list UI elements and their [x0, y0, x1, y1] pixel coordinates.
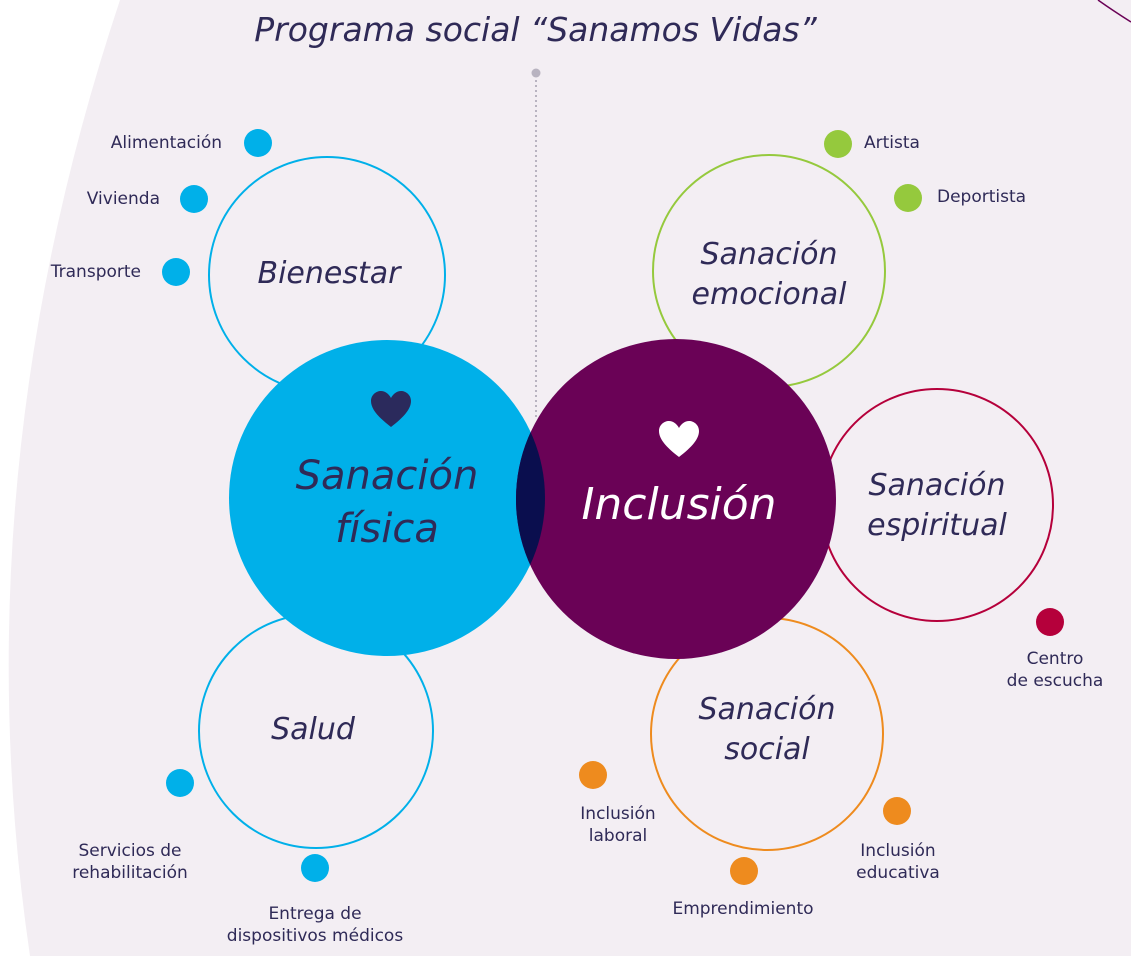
item-educativa: Inclusión educativa [828, 840, 968, 884]
ring-bienestar-label: Bienestar [257, 256, 401, 291]
item-transporte: Transporte [50, 262, 141, 282]
hub-fisica-label: Sanación física [257, 450, 517, 556]
heart-icon [371, 391, 411, 427]
ring-social-line1: Sanación [698, 692, 836, 727]
item-laboral: Inclusión laboral [548, 803, 688, 847]
bullet-transporte [162, 258, 190, 286]
hub-fisica [229, 340, 545, 656]
item-servicios: Servicios de rehabilitación [40, 840, 220, 884]
bullet-artista [824, 130, 852, 158]
bullet-servicios [166, 769, 194, 797]
ring-espiritual-label: Sanación espiritual [837, 466, 1037, 545]
item-vivienda: Vivienda [86, 189, 160, 209]
hub-fisica-line2: física [335, 505, 439, 552]
ring-social-label: Sanación social [667, 690, 867, 769]
item-centro-line1: Centro [1026, 649, 1084, 669]
item-servicios-line1: Servicios de [78, 841, 182, 861]
item-laboral-line1: Inclusión [580, 804, 656, 824]
ring-emocional-line2: emocional [691, 276, 847, 312]
item-educativa-line2: educativa [856, 863, 940, 884]
ring-emocional-line1: Sanación [700, 237, 838, 272]
decorative-arc [1097, 0, 1131, 23]
item-servicios-line2: rehabilitación [72, 863, 188, 884]
ring-espiritual-line2: espiritual [867, 507, 1007, 543]
ring-social-line2: social [724, 731, 810, 767]
bullet-vivienda [180, 185, 208, 213]
item-alimentacion: Alimentación [110, 133, 222, 153]
ring-emocional-label: Sanación emocional [669, 235, 869, 314]
bullet-alimentacion [244, 129, 272, 157]
bullet-entrega [301, 854, 329, 882]
bullet-laboral [579, 761, 607, 789]
item-deportista: Deportista [937, 187, 1027, 207]
bullet-educativa [883, 797, 911, 825]
bullet-deportista [894, 184, 922, 212]
heart-icon [659, 421, 699, 457]
item-entrega: Entrega de dispositivos médicos [185, 903, 445, 947]
item-entrega-line1: Entrega de [268, 904, 362, 924]
item-artista: Artista [864, 133, 920, 153]
item-emprendimiento: Emprendimiento [672, 899, 814, 919]
item-centro: Centro de escucha [985, 648, 1125, 692]
item-centro-line2: de escucha [1006, 671, 1104, 692]
hub-inclusion [516, 339, 836, 659]
ring-espiritual-line1: Sanación [868, 468, 1006, 503]
connector-dot [531, 68, 541, 78]
ring-salud-label: Salud [271, 712, 355, 747]
hub-inclusion-label: Inclusión [581, 479, 777, 530]
item-laboral-line2: laboral [588, 826, 648, 847]
hub-fisica-line1: Sanación [295, 453, 479, 499]
item-educativa-line1: Inclusión [860, 841, 936, 861]
diagram-title: Programa social “Sanamos Vidas” [254, 10, 817, 49]
item-entrega-line2: dispositivos médicos [226, 926, 404, 947]
bullet-centro [1036, 608, 1064, 636]
bullet-emprendimiento [730, 857, 758, 885]
